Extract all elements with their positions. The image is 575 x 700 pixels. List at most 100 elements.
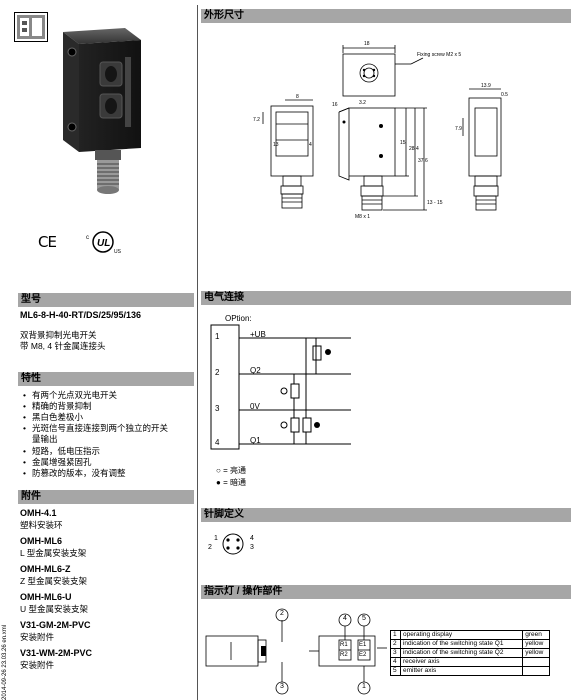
pin-number: 2 [215,368,220,377]
row-color [522,657,550,667]
option-label: OPtion: [225,314,252,323]
dimension-label: 0.5 [501,92,508,98]
electrical-header: 电气连接 [201,291,571,305]
accessory-code: V31-WM-2M-PVC [20,648,93,658]
svg-text:UL: UL [97,238,110,249]
row-color [522,666,550,676]
row-color: yellow [522,639,550,649]
filled-circle-icon: ● [216,478,221,487]
model-desc-1: 双背景抑制光电开关 [20,330,97,340]
accessory-desc: 安装附件 [20,632,55,642]
feature-item: 光斑信号直接连接到两个独立的开关 [23,423,168,434]
row-number: 4 [390,657,401,667]
accessory-desc: 安装附件 [20,660,55,670]
dimensions-header: 外形尺寸 [201,9,571,23]
dimension-label: 28.4 [409,146,419,152]
legend-light-on: ○ = 亮通 [216,466,246,475]
column-divider [197,5,198,700]
dimension-drawing: 18 Fixing screw M2 x 5 8 13.9 7.2 13 4 1… [253,41,508,220]
accessory-code: OMH-ML6 [20,536,62,546]
indicators-header: 指示灯 / 操作部件 [201,585,571,599]
pin-number: 1 [215,332,220,341]
pin-number: 3 [215,404,220,413]
product-photo [63,28,141,194]
window-label: R1 [340,642,348,648]
accessory-desc: L 型金属安装支架 [20,548,87,558]
feature-item: 短路，低电压指示 [23,446,100,457]
feature-item-cont: 量输出 [32,434,58,444]
row-description: emitter axis [399,666,524,676]
dimension-label: 3.2 [359,100,366,106]
signal-label: 0V [250,402,260,411]
row-description: indication of the switching state Q1 [399,639,524,649]
row-description: receiver axis [399,657,524,667]
feature-item: 黑白色差极小 [23,412,83,423]
window-label: E1 [359,642,367,648]
feature-item: 精确的背景抑制 [23,401,91,412]
callout-number: 4 [343,615,347,622]
feature-item: 有两个光点双光电开关 [23,390,117,401]
signal-label: Q2 [250,366,261,375]
window-label: R2 [340,652,348,658]
dimension-label: 8 [296,94,299,100]
pinout-header: 针脚定义 [201,508,571,522]
accessory-code: OMH-4.1 [20,508,57,518]
table-row: 5 emitter axis [390,666,550,676]
dimension-label: 7.9 [455,126,462,132]
accessory-code: OMH-ML6-U [20,592,72,602]
callout-number: 1 [362,683,366,690]
category-icon [14,12,48,42]
pin-label: 4 [250,535,254,542]
model-desc-2: 带 M8, 4 针金属连接头 [20,341,106,351]
accessory-desc: Z 型金属安装支架 [20,576,88,586]
dimension-label: 15 [400,140,406,146]
row-number: 1 [390,630,401,640]
pin-number: 4 [215,438,220,447]
signal-label: Q1 [250,436,261,445]
pin-label: 1 [214,535,218,542]
accessory-desc: U 型金属安装支架 [20,604,89,614]
dimension-label: M8 x 1 [355,214,370,220]
dimension-label: 13 - 15 [427,200,443,206]
table-row: 3 indication of the switching state Q2 y… [390,648,550,658]
side-stamp: 2014-09-26 23.03.26 en.xml [2,624,8,700]
pinout-diagram [222,533,244,555]
accessory-code: V31-GM-2M-PVC [20,620,91,630]
ce-mark: CE [38,233,57,251]
dimension-label: Fixing screw M2 x 5 [417,52,461,58]
legend-dark-on: ● = 暗通 [216,478,246,487]
callout-number: 2 [280,610,284,617]
open-circle-icon: ○ [216,466,221,475]
table-row: 4 receiver axis [390,657,550,667]
feature-item: 防篡改的版本，没有调整 [23,468,125,479]
dimension-label: 7.2 [253,117,260,123]
row-color: yellow [522,648,550,658]
feature-item: 金属增强紧固孔 [23,457,91,468]
row-number: 2 [390,639,401,649]
window-label: E2 [359,652,367,658]
model-header: 型号 [18,293,194,307]
dimension-label: 13 [273,142,279,148]
callout-number: 3 [280,683,284,690]
dimension-label: 37.6 [418,158,428,164]
model-number: ML6-8-H-40-RT/DS/25/95/136 [20,310,142,320]
row-description: operating display [399,630,524,640]
features-header: 特性 [18,372,194,386]
accessory-desc: 塑料安装环 [20,520,63,530]
table-row: 2 indication of the switching state Q1 y… [390,639,550,649]
culus-mark: c UL US [86,231,122,255]
table-row: 1 operating display green [390,630,550,640]
svg-text:US: US [114,249,122,255]
dimension-label: 18 [364,41,370,47]
wiring-diagram [210,324,351,450]
row-color: green [522,630,550,640]
pin-label: 3 [250,544,254,551]
row-number: 5 [390,666,401,676]
pin-label: 2 [208,544,212,551]
row-number: 3 [390,648,401,658]
indicator-table: 1 operating display green 2 indication o… [390,630,550,676]
signal-label: +UB [250,330,266,339]
accessories-header: 附件 [18,490,194,504]
dimension-label: 13.9 [481,83,491,89]
row-description: indication of the switching state Q2 [399,648,524,658]
